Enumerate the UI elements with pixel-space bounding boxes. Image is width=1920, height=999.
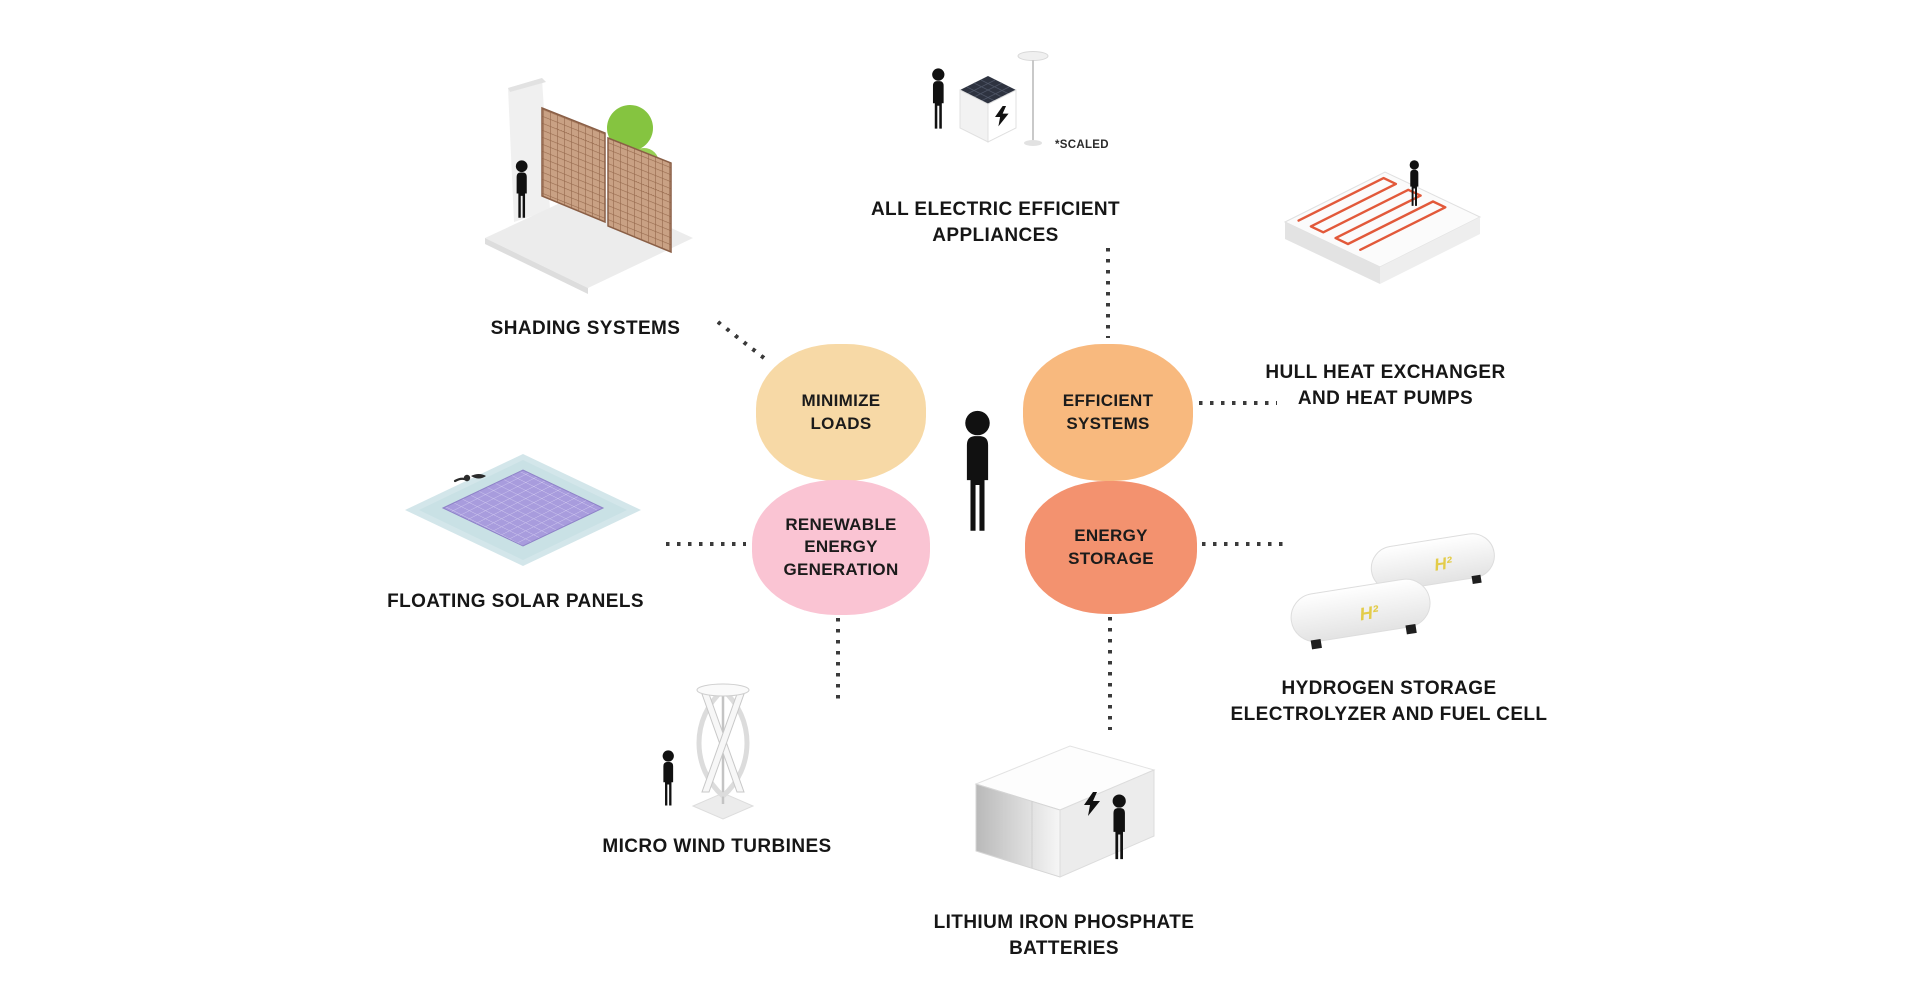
bubble-minimize-loads: MINIMIZE LOADS <box>756 344 926 481</box>
floating-solar-illustration <box>405 438 643 576</box>
hydrogen-tank: H² <box>1370 533 1495 598</box>
swimmer-icon <box>453 474 486 483</box>
hydrogen-tank: H² <box>1290 578 1431 650</box>
shading-panels-illustration <box>480 70 698 305</box>
appliance-cube-illustration <box>918 42 1058 167</box>
scaled-note: *SCALED <box>1055 139 1109 151</box>
connector-hull-efficient <box>1199 401 1277 405</box>
connector-appliances-efficient <box>1106 248 1110 338</box>
label-all-electric-appliances: ALL ELECTRIC EFFICIENT APPLIANCES <box>870 199 1121 247</box>
label-hydrogen-storage: HYDROGEN STORAGE ELECTROLYZER AND FUEL C… <box>1230 678 1548 726</box>
h2-label: H² <box>1358 602 1381 625</box>
label-shading-systems: SHADING SYSTEMS <box>490 318 681 339</box>
heat-coil <box>1297 176 1447 251</box>
lattice-panel <box>541 106 606 224</box>
person-icon <box>965 410 990 531</box>
turbine-blade <box>721 688 750 798</box>
person-icon <box>662 750 674 806</box>
bubble-energy-storage: ENERGY STORAGE <box>1025 481 1197 614</box>
connector-hydrogen-storage <box>1202 542 1283 546</box>
label-micro-wind-turbines: MICRO WIND TURBINES <box>602 836 832 857</box>
hydrogen-tanks-illustration: H² H² <box>1283 518 1506 663</box>
connector-shading-minimize <box>716 320 770 363</box>
connector-solar-renewable <box>666 542 746 546</box>
solar-panel-grid <box>441 469 605 547</box>
micro-wind-turbine-illustration <box>645 662 783 830</box>
turbine-blade <box>696 688 725 798</box>
tree-icon <box>607 105 653 151</box>
person-icon <box>932 68 945 129</box>
label-hull-heat-exchanger: HULL HEAT EXCHANGER AND HEAT PUMPS <box>1265 362 1506 410</box>
bubble-efficient-systems: EFFICIENT SYSTEMS <box>1023 344 1193 481</box>
h2-label: H² <box>1433 553 1455 575</box>
label-floating-solar-panels: FLOATING SOLAR PANELS <box>387 591 644 612</box>
battery-box-illustration <box>958 732 1171 897</box>
label-lithium-batteries: LITHIUM IRON PHOSPHATE BATTERIES <box>933 912 1195 960</box>
lamp-icon <box>1017 51 1049 61</box>
lattice-panel <box>607 136 672 254</box>
connector-batteries-storage <box>1108 617 1112 730</box>
hull-heat-exchanger-illustration <box>1275 160 1493 315</box>
bubble-renewable-energy-generation: RENEWABLE ENERGY GENERATION <box>752 480 930 615</box>
connector-wind-renewable <box>836 618 840 702</box>
